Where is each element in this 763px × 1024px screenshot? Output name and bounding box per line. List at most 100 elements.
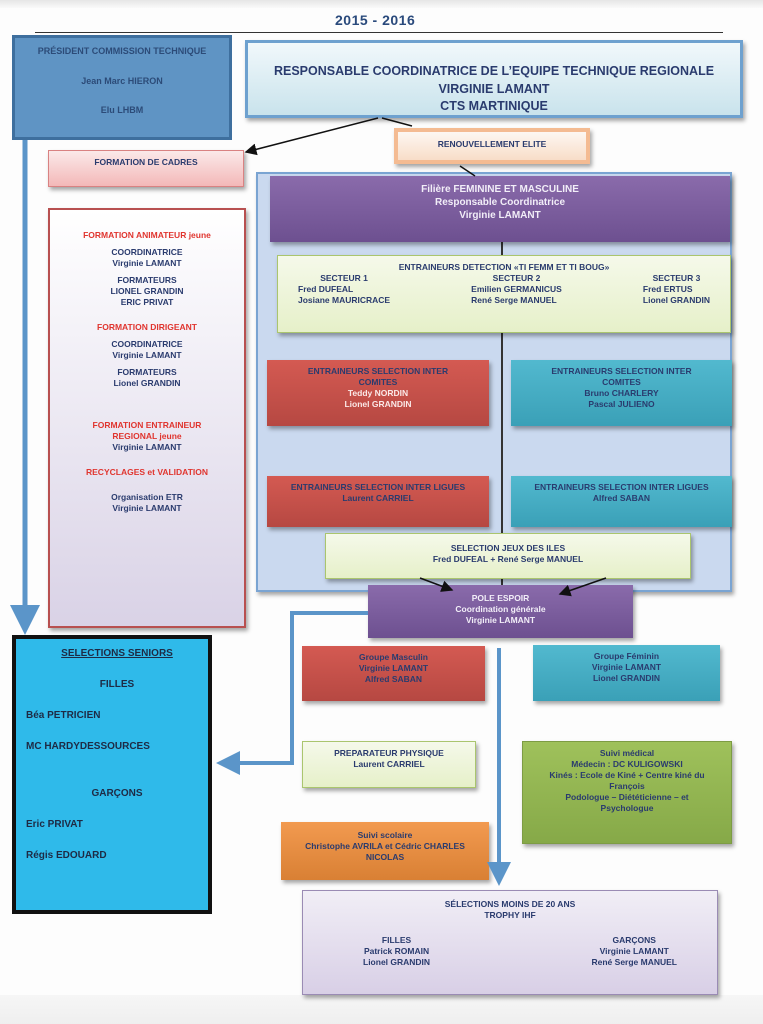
medical-line: François: [609, 781, 645, 792]
coach-name: Teddy NORDIN: [347, 388, 409, 399]
filiere-name: Virginie LAMANT: [459, 210, 541, 221]
scolaire-line: NICOLAS: [365, 852, 405, 863]
coach-name: Lionel GRANDIN: [363, 957, 431, 968]
selection-inter-ligues-right: ENTRAINEURS SELECTION INTER LIGUES Alfre…: [511, 476, 732, 527]
sector-column: SECTEUR 2 Emilien GERMANICUS René Serge …: [471, 273, 562, 306]
filles-label: FILLES: [99, 679, 135, 690]
medical-line: Podologue – Diététicienne – et: [565, 792, 689, 803]
garcons-column: GARÇONS Virginie LAMANT René Serge MANUE…: [592, 935, 678, 968]
top-strip: [0, 0, 763, 8]
chart-year-title: 2015 - 2016: [335, 12, 416, 28]
president-box: PRÉSIDENT COMMISSION TECHNIQUE Jean Marc…: [12, 35, 232, 140]
dirigeant-formateur: Lionel GRANDIN: [113, 378, 181, 389]
coach-name: Bruno CHARLERY: [584, 388, 659, 399]
sector-coach: René Serge MANUEL: [471, 295, 557, 306]
preparateur-physique-box: PREPARATEUR PHYSIQUE Laurent CARRIEL: [302, 741, 476, 788]
suivi-medical-box: Suivi médical Médecin : DC KULIGOWSKI Ki…: [522, 741, 732, 844]
coach-name: Virginie LAMANT: [358, 663, 429, 674]
line-to-renouvellement: [381, 117, 413, 127]
box-subtitle: TROPHY IHF: [484, 910, 536, 921]
box-title: SELECTION JEUX DES ILES: [450, 543, 566, 553]
groupe-feminin-box: Groupe Féminin Virginie LAMANT Lionel GR…: [533, 645, 720, 701]
formation-animateur-title: FORMATION ANIMATEUR jeune: [83, 230, 211, 240]
coach-names: Fred DUFEAL + René Serge MANUEL: [432, 554, 584, 565]
selection-inter-ligues-left: ENTRAINEURS SELECTION INTER LIGUES Laure…: [267, 476, 489, 527]
sector-coach: Fred DUFEAL: [298, 284, 354, 295]
medical-line: Médecin : DC KULIGOWSKI: [571, 759, 683, 770]
coach-name: Patrick ROMAIN: [363, 946, 430, 957]
animateur-coord-label: COORDINATRICE: [111, 247, 183, 258]
filles-column: FILLES Patrick ROMAIN Lionel GRANDIN: [363, 935, 430, 968]
medical-line: Psychologue: [600, 803, 654, 814]
formation-entraineur-title-2: REGIONAL jeune: [112, 430, 182, 441]
sector-column: SECTEUR 1 Fred DUFEAL Josiane MAURICRACE: [298, 273, 390, 306]
box-title: ENTRAINEURS SELECTION INTER LIGUES: [534, 482, 709, 492]
suivi-scolaire-box: Suivi scolaire Christophe AVRILA et Cédr…: [281, 822, 489, 880]
garcons-label: GARÇONS: [91, 788, 143, 799]
filiere-connector-line: [501, 242, 503, 590]
filles-label: FILLES: [381, 935, 412, 946]
coach-name: Régis EDOUARD: [26, 850, 107, 861]
box-title: COMITES: [602, 377, 641, 388]
dirigeant-formateurs-label: FORMATEURS: [117, 367, 177, 378]
detection-title: ENTRAINEURS DETECTION «TI FEMM ET TI BOU…: [398, 262, 610, 272]
president-name: Jean Marc HIERON: [81, 75, 163, 86]
box-title: Suivi médical: [599, 748, 655, 758]
formation-entraineur-title: FORMATION ENTRAINEUR: [92, 419, 202, 430]
box-title: Groupe Féminin: [593, 651, 660, 661]
responsable-title: RESPONSABLE COORDINATRICE DE L’EQUIPE TE…: [273, 64, 715, 78]
sector-coach: Lionel GRANDIN: [642, 295, 710, 306]
bottom-strip: [0, 995, 763, 1024]
responsable-location: CTS MARTINIQUE: [440, 99, 548, 113]
filiere-role: Responsable Coordinatrice: [434, 197, 566, 208]
animateur-coord-name: Virginie LAMANT: [112, 258, 182, 269]
coach-name: Lionel GRANDIN: [592, 673, 661, 684]
dirigeant-coord-label: COORDINATRICE: [111, 339, 183, 350]
selection-inter-comites-left: ENTRAINEURS SELECTION INTER COMITES Tedd…: [267, 360, 489, 426]
formation-cadres-box: FORMATION DE CADRES: [48, 150, 244, 187]
scolaire-line: Christophe AVRILA et Cédric CHARLES: [305, 841, 465, 852]
sector-label: SECTEUR 3: [652, 273, 701, 284]
recyclages-title: RECYCLAGES et VALIDATION: [86, 466, 208, 477]
responsable-name: VIRGINIE LAMANT: [438, 81, 550, 96]
sector-column: SECTEUR 3 Fred ERTUS Lionel GRANDIN: [643, 273, 710, 306]
coach-name: Laurent CARRIEL: [353, 759, 425, 770]
box-title: SÉLECTIONS MOINS DE 20 ANS: [444, 899, 576, 909]
pole-espoir-box: POLE ESPOIR Coordination générale Virgin…: [368, 585, 633, 638]
coach-name: MC HARDYDESSOURCES: [26, 741, 150, 752]
sector-coach: Fred ERTUS: [642, 284, 693, 295]
arrow-to-formation-cadres: [244, 117, 379, 156]
box-title: ENTRAINEURS SELECTION INTER: [551, 366, 692, 376]
coach-name: Béa PETRICIEN: [26, 710, 101, 721]
renouvellement-label: RENOUVELLEMENT ELITE: [437, 139, 547, 149]
animateur-formateurs-label: FORMATEURS: [117, 275, 177, 286]
coach-name: Laurent CARRIEL: [342, 493, 414, 504]
sector-coach: Emilien GERMANICUS: [471, 284, 562, 295]
president-title: PRÉSIDENT COMMISSION TECHNIQUE: [37, 46, 207, 56]
box-title: Suivi scolaire: [357, 830, 413, 840]
animateur-formateur: ERIC PRIVAT: [120, 297, 174, 308]
coach-name: Virginie LAMANT: [465, 615, 536, 626]
filiere-header-box: Filière FEMININE ET MASCULINE Responsabl…: [270, 176, 730, 242]
groupe-masculin-box: Groupe Masculin Virginie LAMANT Alfred S…: [302, 646, 485, 701]
box-title: COMITES: [358, 377, 398, 388]
organisation-label: Organisation ETR: [111, 491, 183, 502]
detection-box: ENTRAINEURS DETECTION «TI FEMM ET TI BOU…: [277, 255, 731, 333]
formations-panel: FORMATION ANIMATEUR jeune COORDINATRICE …: [48, 208, 246, 628]
selection-jeux-des-iles-box: SELECTION JEUX DES ILES Fred DUFEAL + Re…: [325, 533, 691, 579]
coach-name: Pascal JULIENO: [588, 399, 655, 410]
box-title: PREPARATEUR PHYSIQUE: [334, 748, 444, 758]
coach-name: René Serge MANUEL: [591, 957, 678, 968]
dirigeant-coord-name: Virginie LAMANT: [112, 350, 182, 361]
sector-coach: Josiane MAURICRACE: [298, 295, 391, 306]
president-role: Elu LHBM: [100, 105, 144, 116]
formation-dirigeant-title: FORMATION DIRIGEANT: [97, 322, 197, 333]
box-title: ENTRAINEURS SELECTION INTER: [307, 366, 449, 376]
organisation-name: Virginie LAMANT: [112, 502, 182, 513]
sector-label: SECTEUR 1: [320, 273, 368, 284]
box-role: Coordination générale: [455, 604, 546, 615]
coach-name: Eric PRIVAT: [26, 819, 83, 830]
coach-name: Alfred SABAN: [592, 493, 651, 504]
box-title: ENTRAINEURS SELECTION INTER LIGUES: [290, 482, 466, 492]
coach-name: Lionel GRANDIN: [344, 399, 412, 410]
